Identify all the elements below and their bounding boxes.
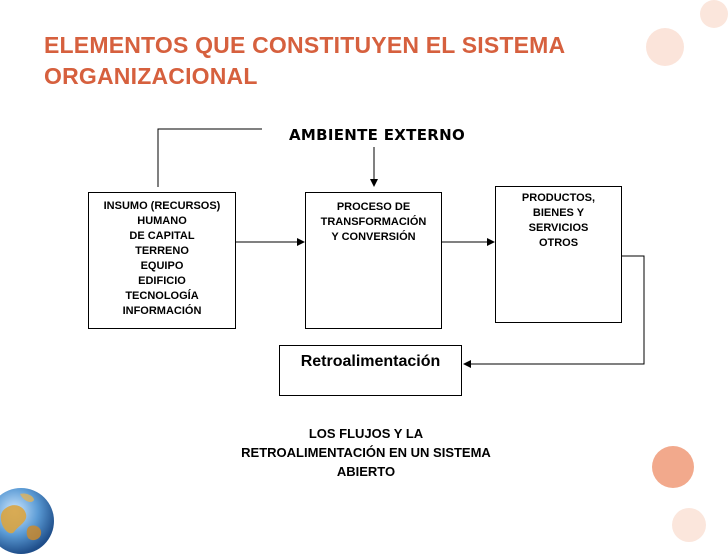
input-line: EDIFICIO bbox=[138, 275, 186, 287]
caption-line: LOS FLUJOS Y LA bbox=[308, 426, 424, 441]
slide-title: ELEMENTOS QUE CONSTITUYEN EL SISTEMA ORG… bbox=[44, 30, 604, 92]
decorative-circle bbox=[646, 28, 684, 66]
caption-line: RETROALIMENTACIÓN EN UN SISTEMA bbox=[241, 445, 491, 460]
output-line: SERVICIOS bbox=[528, 222, 589, 234]
input-line: INFORMACIÓN bbox=[122, 305, 202, 317]
decorative-circle bbox=[700, 0, 728, 28]
decorative-circle bbox=[652, 446, 694, 488]
input-line: TERRENO bbox=[135, 245, 189, 257]
process-box: PROCESO DE TRANSFORMACIÓN Y CONVERSIÓN bbox=[305, 192, 442, 329]
globe-icon bbox=[0, 488, 54, 554]
output-line: PRODUCTOS, bbox=[521, 192, 596, 204]
input-line: INSUMO (RECURSOS) bbox=[103, 200, 221, 212]
input-box: INSUMO (RECURSOS) HUMANO DE CAPITAL TERR… bbox=[88, 192, 236, 329]
process-line: TRANSFORMACIÓN bbox=[320, 216, 427, 228]
process-line: PROCESO DE bbox=[336, 201, 411, 213]
diagram-caption: LOS FLUJOS Y LA RETROALIMENTACIÓN EN UN … bbox=[196, 424, 536, 481]
output-line: OTROS bbox=[538, 237, 579, 249]
external-environment-label: AMBIENTE EXTERNO bbox=[289, 126, 465, 144]
process-line: Y CONVERSIÓN bbox=[331, 231, 416, 243]
input-line: TECNOLOGÍA bbox=[125, 290, 199, 302]
decorative-circle bbox=[672, 508, 706, 542]
input-line: EQUIPO bbox=[140, 260, 184, 272]
caption-line: ABIERTO bbox=[336, 464, 396, 479]
feedback-box: Retroalimentación bbox=[279, 345, 462, 396]
input-line: DE CAPITAL bbox=[129, 230, 195, 242]
title-line-1: ELEMENTOS QUE CONSTITUYEN EL SISTEMA bbox=[44, 32, 566, 58]
title-line-2: ORGANIZACIONAL bbox=[44, 63, 258, 89]
connector-insumo-ambiente bbox=[157, 128, 262, 187]
output-box: PRODUCTOS, BIENES Y SERVICIOS OTROS bbox=[495, 186, 622, 323]
input-line: HUMANO bbox=[137, 215, 187, 227]
output-line: BIENES Y bbox=[532, 207, 585, 219]
